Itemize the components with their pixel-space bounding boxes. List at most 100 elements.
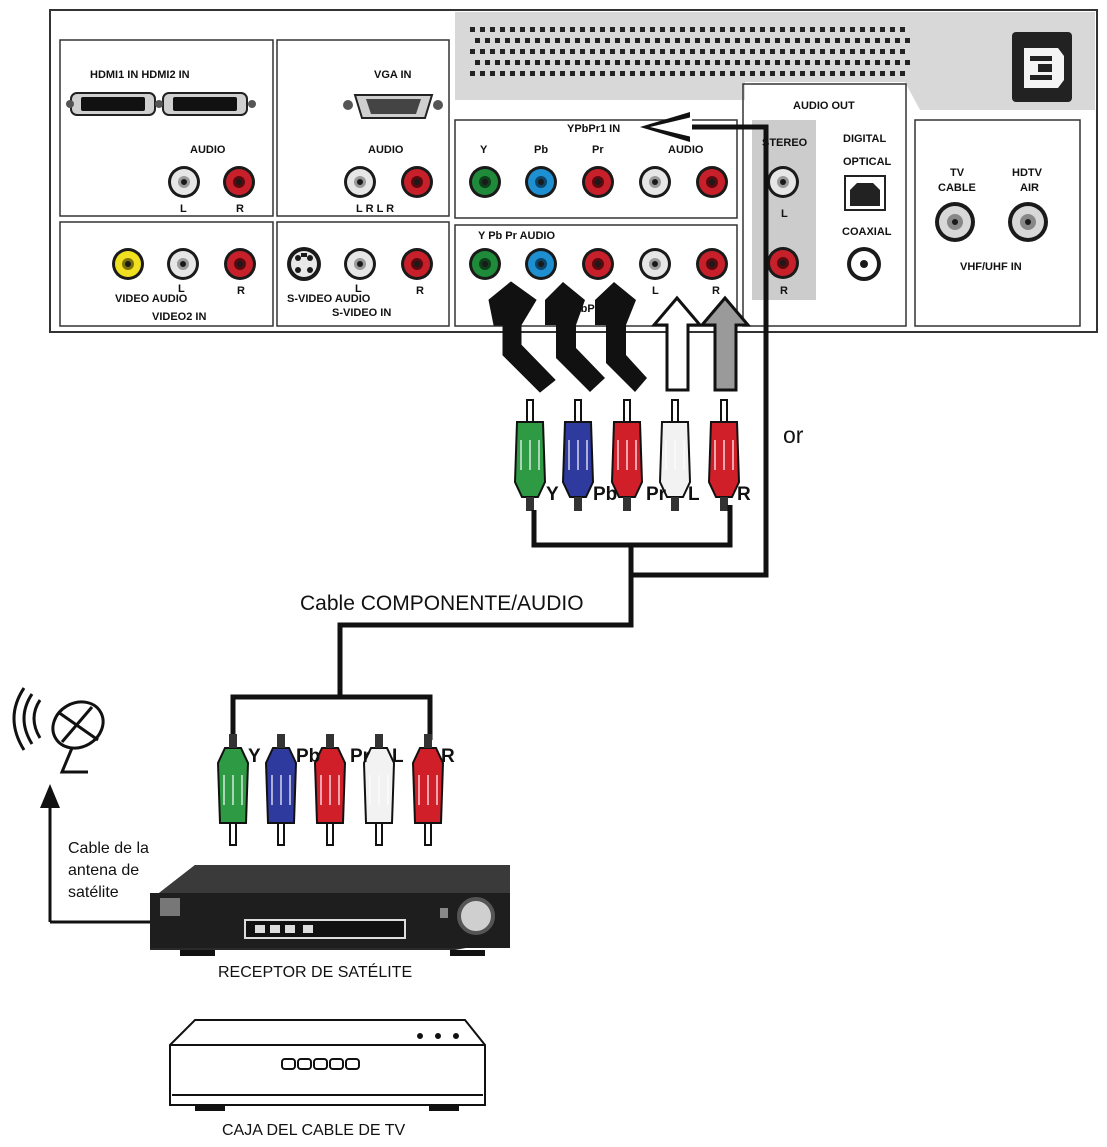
- vga-audio-r-jack[interactable]: [401, 166, 433, 198]
- lower-plug-l: [362, 734, 396, 846]
- vent-hole: [820, 27, 825, 32]
- vent-hole: [660, 27, 665, 32]
- vent-hole: [555, 60, 560, 65]
- vent-hole: [520, 27, 525, 32]
- hdtv-air-port[interactable]: [1008, 202, 1048, 242]
- ypbpr1-y-jack[interactable]: [469, 166, 501, 198]
- vent-hole: [605, 38, 610, 43]
- vent-hole: [860, 71, 865, 76]
- vent-hole: [655, 60, 660, 65]
- vent-hole: [780, 49, 785, 54]
- vent-hole: [730, 71, 735, 76]
- ypbpr2-audio-l-jack[interactable]: [639, 248, 671, 280]
- video-jack[interactable]: [112, 248, 144, 280]
- cable-label: Cable COMPONENTE/AUDIO: [300, 592, 584, 615]
- vent-hole: [480, 27, 485, 32]
- hdmi2-port[interactable]: [162, 92, 248, 116]
- stereo-l-jack[interactable]: [767, 166, 799, 198]
- vent-hole: [750, 49, 755, 54]
- vent-hole: [480, 49, 485, 54]
- ypbpr2-pb-jack[interactable]: [525, 248, 557, 280]
- upper-plug-y: [513, 399, 547, 511]
- hdmi1-port[interactable]: [70, 92, 156, 116]
- vent-hole: [785, 38, 790, 43]
- l-label-3: L: [178, 283, 185, 295]
- vent-hole: [720, 71, 725, 76]
- svideo-audio-l-jack[interactable]: [344, 248, 376, 280]
- ypbpr-audio-label: Y Pb Pr AUDIO: [478, 230, 555, 242]
- vent-hole: [680, 27, 685, 32]
- hdmi-audio-l-jack[interactable]: [168, 166, 200, 198]
- vent-hole: [665, 38, 670, 43]
- vent-hole: [790, 49, 795, 54]
- vent-hole: [505, 60, 510, 65]
- ypbpr1-audio-l-jack[interactable]: [639, 166, 671, 198]
- vent-hole: [850, 49, 855, 54]
- vent-hole: [525, 38, 530, 43]
- vent-hole: [575, 60, 580, 65]
- vent-hole: [560, 49, 565, 54]
- cable-box: [169, 1019, 486, 1111]
- vent-hole: [730, 27, 735, 32]
- pb-label: Pb: [534, 144, 548, 156]
- vent-hole: [860, 27, 865, 32]
- hdmi-label: HDMI1 IN HDMI2 IN: [90, 69, 190, 81]
- ypbpr2-pr-jack[interactable]: [582, 248, 614, 280]
- stereo-label: STEREO: [762, 137, 808, 149]
- upper-plug-l: [658, 399, 692, 511]
- hdtv-label: HDTV: [1012, 167, 1043, 179]
- ypbpr2-y-jack[interactable]: [469, 248, 501, 280]
- tv-back-panel: HDMI1 IN HDMI2 IN AUDIO L R VGA IN AUDIO…: [49, 9, 1098, 333]
- vent-hole: [850, 27, 855, 32]
- vent-hole: [695, 38, 700, 43]
- stereo-r-jack[interactable]: [767, 247, 799, 279]
- video2-label: VIDEO2 IN: [152, 311, 206, 323]
- tv-cable-port[interactable]: [935, 202, 975, 242]
- ypbpr2-audio-r-jack[interactable]: [696, 248, 728, 280]
- vga-port[interactable]: [343, 94, 443, 119]
- svideo-audio-label: S-VIDEO AUDIO: [287, 293, 371, 305]
- coaxial-port[interactable]: [847, 247, 881, 281]
- cable-label: CABLE: [938, 182, 976, 194]
- upper-plug-pb: [561, 399, 595, 511]
- vent-hole: [755, 60, 760, 65]
- satellite-receiver: [150, 865, 510, 956]
- svideo-port[interactable]: [287, 247, 321, 281]
- vent-hole: [645, 38, 650, 43]
- or-label: or: [783, 422, 804, 448]
- vent-hole: [500, 49, 505, 54]
- vent-hole: [795, 38, 800, 43]
- vent-hole: [795, 60, 800, 65]
- vent-hole: [700, 49, 705, 54]
- vent-hole: [855, 60, 860, 65]
- vent-hole: [815, 60, 820, 65]
- vent-hole: [530, 49, 535, 54]
- vent-hole: [760, 71, 765, 76]
- vent-hole: [470, 27, 475, 32]
- vent-hole: [590, 49, 595, 54]
- vent-hole: [650, 49, 655, 54]
- ypbpr1-pb-jack[interactable]: [525, 166, 557, 198]
- optical-port[interactable]: [844, 175, 886, 211]
- vent-hole: [485, 60, 490, 65]
- ypbpr1-audio-r-jack[interactable]: [696, 166, 728, 198]
- vent-hole: [745, 38, 750, 43]
- vent-hole: [485, 38, 490, 43]
- video2-audio-l-jack[interactable]: [167, 248, 199, 280]
- air-label: AIR: [1020, 182, 1039, 194]
- vent-hole: [660, 71, 665, 76]
- arrow-r: [698, 295, 752, 392]
- video2-audio-r-jack[interactable]: [224, 248, 256, 280]
- ypbpr1-pr-jack[interactable]: [582, 166, 614, 198]
- vent-hole: [810, 71, 815, 76]
- pr-label: Pr: [592, 144, 604, 156]
- vga-audio-l-jack[interactable]: [344, 166, 376, 198]
- vent-hole: [565, 38, 570, 43]
- hdmi-audio-r-jack[interactable]: [223, 166, 255, 198]
- vent-hole: [845, 60, 850, 65]
- svideo-audio-r-jack[interactable]: [401, 248, 433, 280]
- vent-hole: [560, 27, 565, 32]
- vent-hole: [900, 27, 905, 32]
- audio-label-1: AUDIO: [190, 144, 226, 156]
